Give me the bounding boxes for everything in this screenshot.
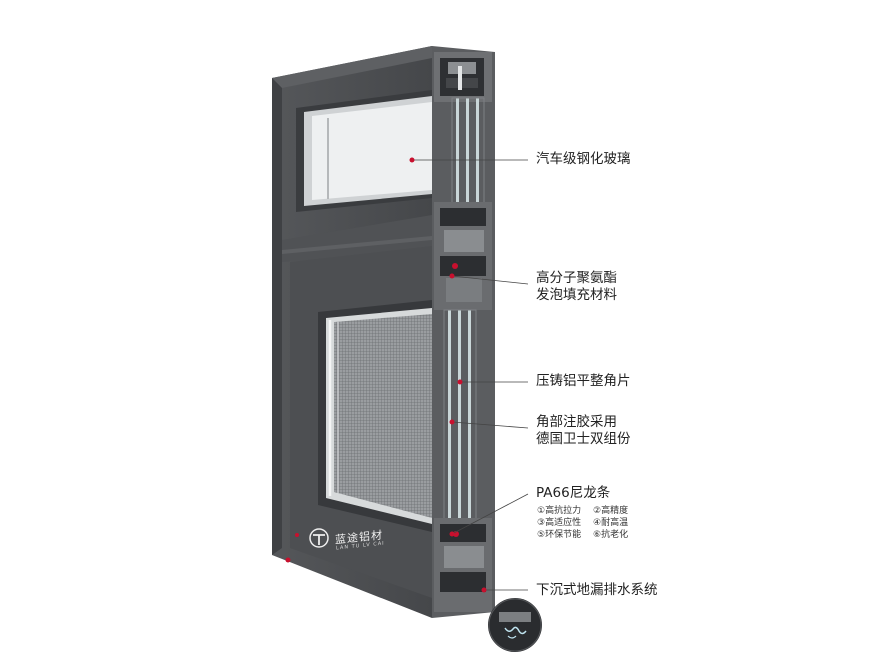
callout-foam-line1: 高分子聚氨酯 [536, 270, 617, 286]
drain-inset [488, 598, 542, 652]
callout-drain: 下沉式地漏排水系统 [536, 582, 658, 598]
accent-dot [285, 557, 291, 563]
leader-dots [409, 157, 487, 593]
profile-cross-section [432, 46, 495, 618]
callout-glass: 汽车级钢化玻璃 [536, 151, 631, 167]
strip-features-row1: ①高抗拉力 ②高精度 [537, 506, 649, 517]
callout-strip: PA66尼龙条 [536, 485, 611, 501]
strip-features-row2: ③高适应性 ④耐高温 [537, 518, 649, 529]
brand-logo-icon [309, 528, 329, 548]
strip-feature: ①高抗拉力 [537, 506, 582, 516]
insect-screen-mesh [334, 314, 432, 518]
leader-lines [412, 159, 529, 591]
strip-features-row3: ⑤环保节能 ⑥抗老化 [537, 530, 649, 541]
strip-feature: ②高精度 [593, 506, 629, 516]
strip-feature: ⑤环保节能 [537, 530, 582, 540]
strip-feature: ④耐高温 [593, 518, 629, 528]
callout-glue-line2: 德国卫士双组份 [536, 431, 631, 447]
strip-feature: ③高适应性 [537, 518, 582, 528]
callout-foam-line2: 发泡填充材料 [536, 287, 617, 303]
tempered-glass [312, 102, 432, 200]
lower-sash [290, 246, 432, 598]
callout-glue-line1: 角部注胶采用 [536, 414, 617, 430]
top-pane [296, 90, 432, 212]
strip-feature: ⑥抗老化 [593, 530, 629, 540]
accent-dot [295, 533, 299, 537]
callout-corner: 压铸铝平整角片 [536, 373, 631, 389]
